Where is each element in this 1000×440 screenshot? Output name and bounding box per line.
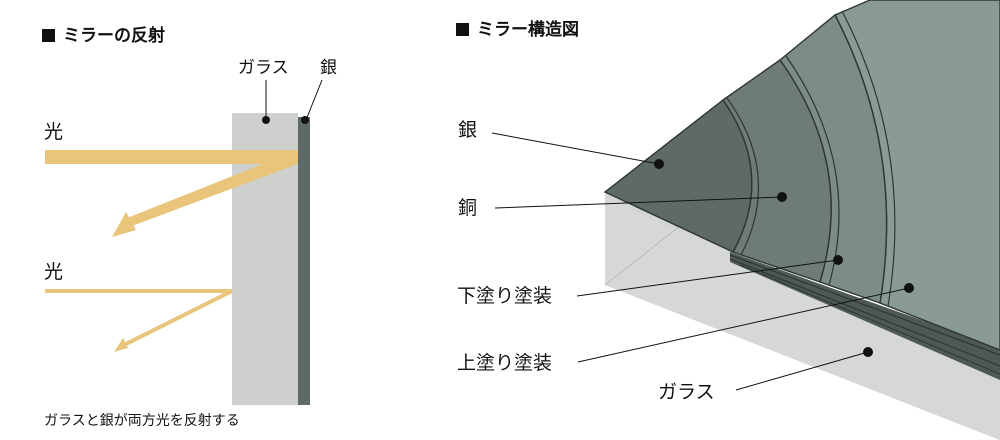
left-caption: ガラスと銀が両方光を反射する — [44, 413, 240, 429]
leader-silver — [491, 132, 660, 165]
leader-copper — [494, 196, 783, 209]
glass-block-top — [605, 192, 1000, 440]
top-arc-inner — [841, 10, 896, 307]
light-label-bottom: 光 — [44, 261, 64, 283]
incident-light-thick — [45, 150, 298, 164]
incident-light-thin — [45, 289, 232, 293]
layer-edge-line-2 — [729, 258, 1000, 367]
silver-dot — [301, 116, 309, 124]
dot-topcoat — [904, 283, 914, 293]
layer-edge-line-1 — [729, 254, 1000, 356]
copper-arc-inner — [726, 97, 760, 256]
layer-edge-line-3 — [739, 264, 1000, 375]
left-title: ミラーの反射 — [42, 28, 165, 45]
title-square-icon — [42, 29, 55, 42]
reflected-light-thin-arrowhead — [114, 338, 128, 352]
layer-label-silver: 銀 — [458, 119, 478, 141]
silver-face — [603, 98, 753, 253]
glass-label: ガラス — [238, 58, 289, 78]
layer-edge-strip — [730, 252, 1000, 380]
dot-undercoat — [833, 255, 843, 265]
layer-label-topcoat: 上塗り塗装 — [457, 352, 553, 374]
title-square-icon — [456, 23, 469, 36]
reflected-light-thick-arrowhead — [112, 212, 136, 237]
dot-copper — [777, 192, 787, 202]
layer-label-copper: 銅 — [458, 197, 478, 219]
dot-glass — [863, 347, 873, 357]
dot-silver — [654, 159, 664, 169]
silver-layer — [298, 117, 310, 405]
layer-label-glass: ガラス — [658, 381, 715, 403]
reflected-light-thick — [127, 150, 298, 226]
silver-leader — [305, 79, 323, 121]
leader-undercoat — [576, 259, 839, 297]
glass-dot — [262, 116, 270, 124]
light-label-top: 光 — [44, 121, 64, 143]
reflected-light-thin — [123, 289, 233, 347]
layer-label-undercoat: 下塗り塗装 — [457, 285, 553, 307]
glass-inner-edge — [604, 225, 681, 286]
leader-glass — [735, 351, 869, 391]
under-arc-inner — [785, 55, 840, 286]
silver-label: 銀 — [320, 58, 337, 78]
leader-topcoat — [577, 287, 910, 363]
right-title: ミラー構造図 — [456, 22, 579, 39]
